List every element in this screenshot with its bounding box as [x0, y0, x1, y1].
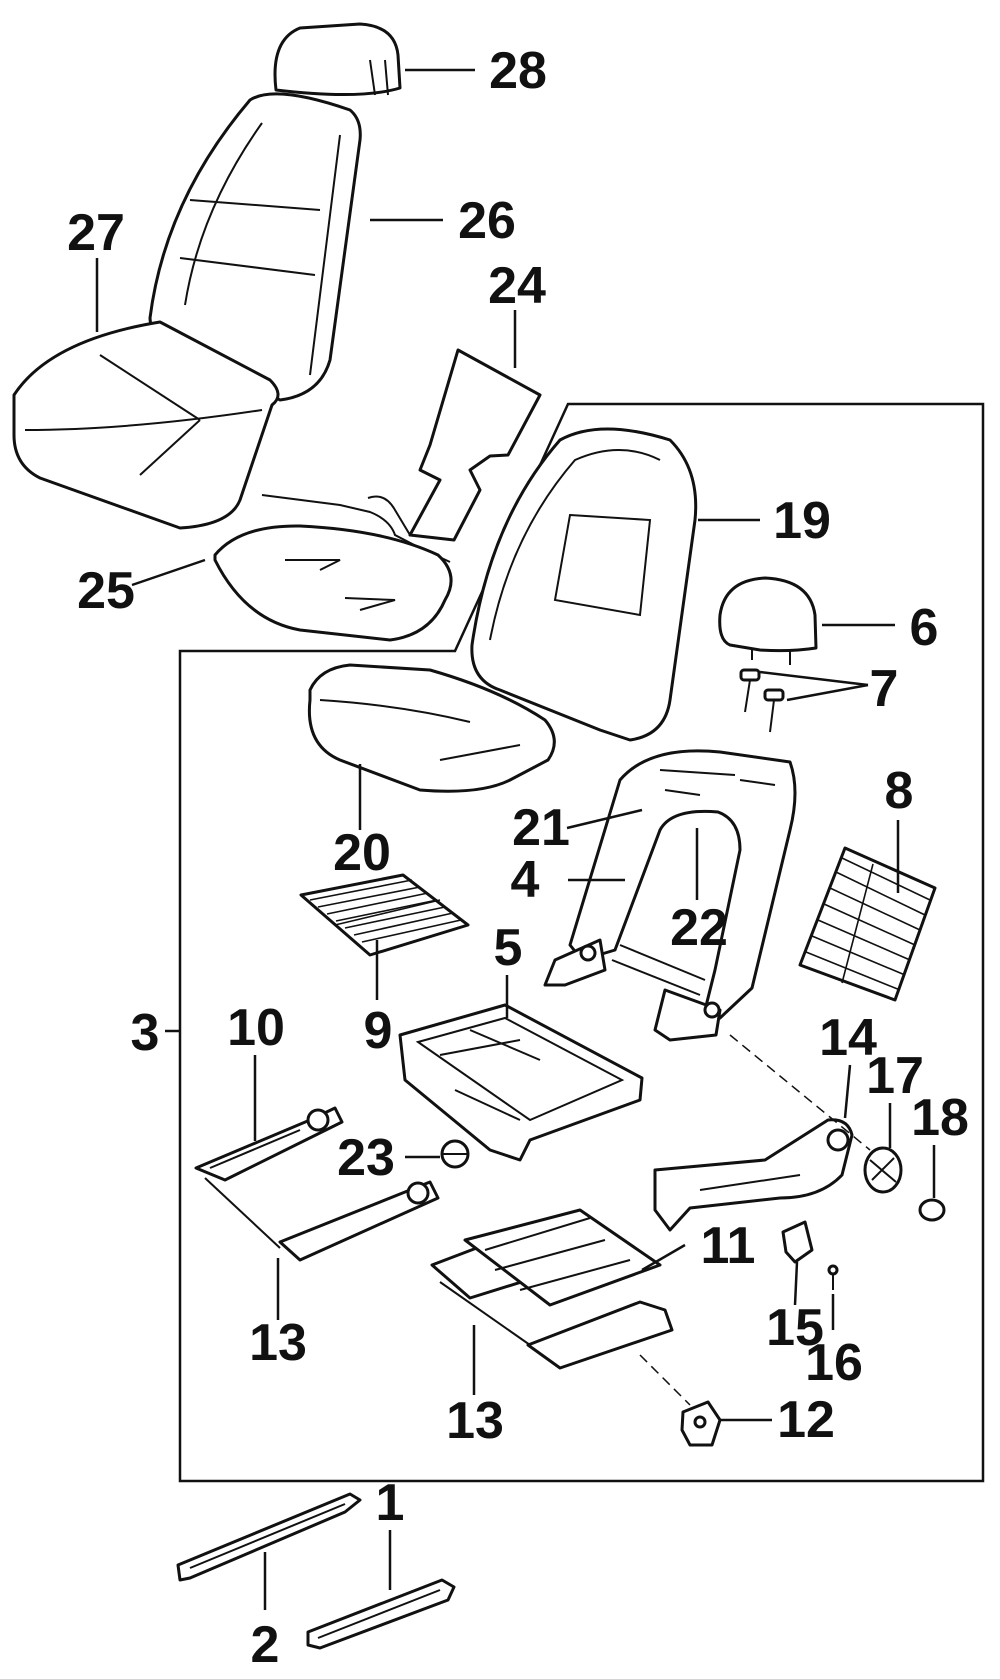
- callout-13-left: 13: [249, 1314, 307, 1372]
- seat-back-foam: [470, 427, 698, 742]
- callout-19: 19: [773, 492, 831, 550]
- lumbar-mat-8: [798, 846, 937, 1002]
- callout-27: 27: [67, 204, 125, 262]
- clip-15: [781, 1220, 814, 1264]
- spring-mat-9: [299, 873, 470, 957]
- seat-frame-5: [398, 1003, 644, 1162]
- seat-track-left: [194, 1106, 440, 1262]
- callout-16: 16: [805, 1334, 863, 1392]
- callout-10: 10: [227, 999, 285, 1057]
- callout-2: 2: [251, 1616, 280, 1674]
- callout-9: 9: [364, 1002, 393, 1060]
- knob-23: [440, 1139, 470, 1169]
- callout-28: 28: [489, 42, 547, 100]
- callout-20: 20: [333, 824, 391, 882]
- bracket-12: [680, 1400, 722, 1447]
- callout-labels: 28 26 27 24 25 19 6 7 20 21 4 22 8 5 9 3…: [67, 42, 969, 1674]
- wiring-harness-2: [367, 495, 411, 536]
- callout-26: 26: [458, 192, 516, 250]
- callout-17: 17: [866, 1047, 924, 1105]
- callout-11: 11: [701, 1217, 756, 1275]
- callout-8: 8: [885, 762, 914, 820]
- cap-18: [918, 1198, 946, 1222]
- headrest-guide-7: [739, 668, 785, 733]
- callout-23: 23: [337, 1129, 395, 1187]
- callout-12: 12: [777, 1391, 835, 1449]
- callout-3: 3: [131, 1004, 160, 1062]
- headrest-6: [718, 576, 818, 665]
- rail-covers: [176, 1492, 456, 1650]
- assembly-bracket-box: [178, 402, 985, 1483]
- callout-22: 22: [670, 899, 728, 957]
- callout-25: 25: [77, 562, 135, 620]
- recliner-cover-14: [653, 1118, 854, 1232]
- headrest-top: [273, 22, 402, 97]
- callout-18: 18: [911, 1089, 969, 1147]
- callout-14: 14: [819, 1009, 877, 1067]
- callout-1: 1: [376, 1474, 405, 1532]
- callout-15: 15: [766, 1299, 824, 1357]
- callout-13-right: 13: [446, 1392, 504, 1450]
- screw-16: [827, 1264, 839, 1290]
- leader-lines: [95, 68, 936, 1610]
- callout-4: 4: [511, 851, 540, 909]
- cushion-pad-25: [213, 524, 453, 642]
- seat-cushion-cover: [12, 320, 280, 530]
- callout-5: 5: [494, 919, 523, 977]
- callout-24: 24: [488, 257, 546, 315]
- back-pad-24: [408, 348, 542, 542]
- dashed-guide-14: [729, 1034, 871, 1151]
- callout-6: 6: [910, 599, 939, 657]
- seat-back-frame: [543, 749, 797, 1042]
- recline-knob-17: [863, 1146, 903, 1194]
- callout-21: 21: [512, 799, 570, 857]
- dashed-guide-12: [639, 1354, 691, 1406]
- seat-track-right: [430, 1208, 674, 1370]
- callout-7: 7: [870, 660, 899, 718]
- seat-cushion-foam: [307, 663, 556, 793]
